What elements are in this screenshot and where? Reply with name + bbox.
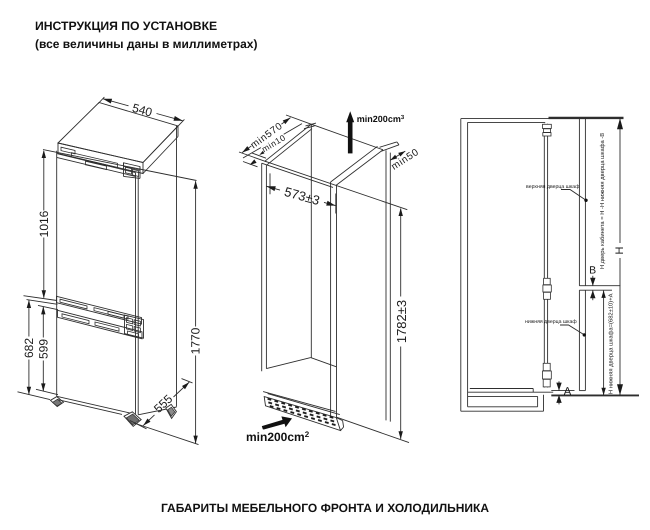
svg-text:599: 599	[36, 339, 50, 359]
svg-text:B: B	[589, 265, 596, 277]
svg-text:682: 682	[22, 338, 36, 358]
svg-text:верхняя дверца шкаф: верхняя дверца шкаф	[526, 184, 580, 190]
svg-text:min200cm3: min200cm3	[357, 114, 405, 124]
svg-text:Н нижняя дверца шкафа=(682±10): Н нижняя дверца шкафа=(682±10)+А	[608, 293, 615, 394]
svg-text:ГАБАРИТЫ МЕБЕЛЬНОГО ФРОНТА И Х: ГАБАРИТЫ МЕБЕЛЬНОГО ФРОНТА И ХОЛОДИЛЬНИК…	[161, 501, 489, 515]
svg-text:(все величины даны в миллиметр: (все величины даны в миллиметрах)	[35, 37, 257, 51]
svg-text:540: 540	[131, 101, 154, 120]
svg-text:H: H	[614, 246, 626, 254]
svg-text:нижняя дверца шкаф: нижняя дверца шкаф	[525, 319, 577, 325]
svg-text:1016: 1016	[37, 210, 51, 237]
svg-text:min200cm2: min200cm2	[246, 430, 310, 444]
svg-text:A: A	[564, 386, 572, 398]
svg-text:ИНСТРУКЦИЯ ПО УСТАНОВКЕ: ИНСТРУКЦИЯ ПО УСТАНОВКЕ	[35, 19, 217, 33]
svg-text:1770: 1770	[189, 327, 203, 354]
svg-text:1782±3: 1782±3	[394, 300, 409, 343]
svg-text:Н дверь кабинета = Н -Н нижняя: Н дверь кабинета = Н -Н нижняя дверца шк…	[599, 133, 606, 269]
